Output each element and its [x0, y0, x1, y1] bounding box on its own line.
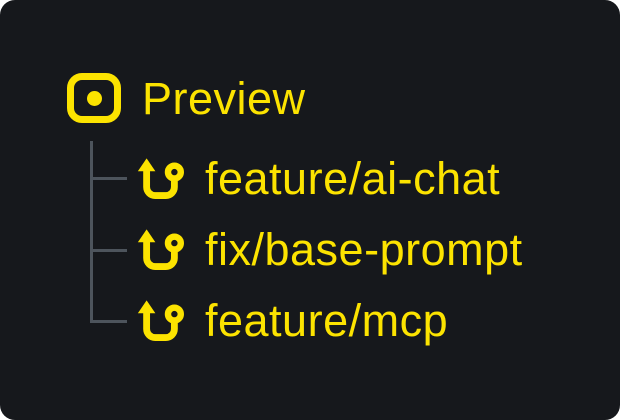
git-branch-icon — [137, 228, 184, 270]
branch-item[interactable]: feature/ai-chat — [137, 152, 501, 204]
dot — [86, 90, 102, 106]
branch-label: feature/mcp — [205, 294, 449, 346]
branch-label: feature/ai-chat — [205, 152, 501, 204]
branch-item[interactable]: fix/base-prompt — [137, 223, 523, 275]
branch-label: fix/base-prompt — [205, 223, 523, 275]
tree-connector-tick — [90, 249, 127, 252]
git-branch-icon — [137, 299, 184, 341]
tree-connector-tick — [90, 177, 127, 180]
tree-root-node[interactable]: Preview — [67, 73, 306, 123]
branch-item[interactable]: feature/mcp — [137, 294, 449, 346]
dot-square-icon — [67, 73, 121, 123]
tree-connector-tick — [90, 320, 127, 323]
tree-connector-vertical-line — [90, 141, 93, 323]
git-branch-icon — [137, 157, 184, 199]
root-label: Preview — [142, 72, 306, 124]
